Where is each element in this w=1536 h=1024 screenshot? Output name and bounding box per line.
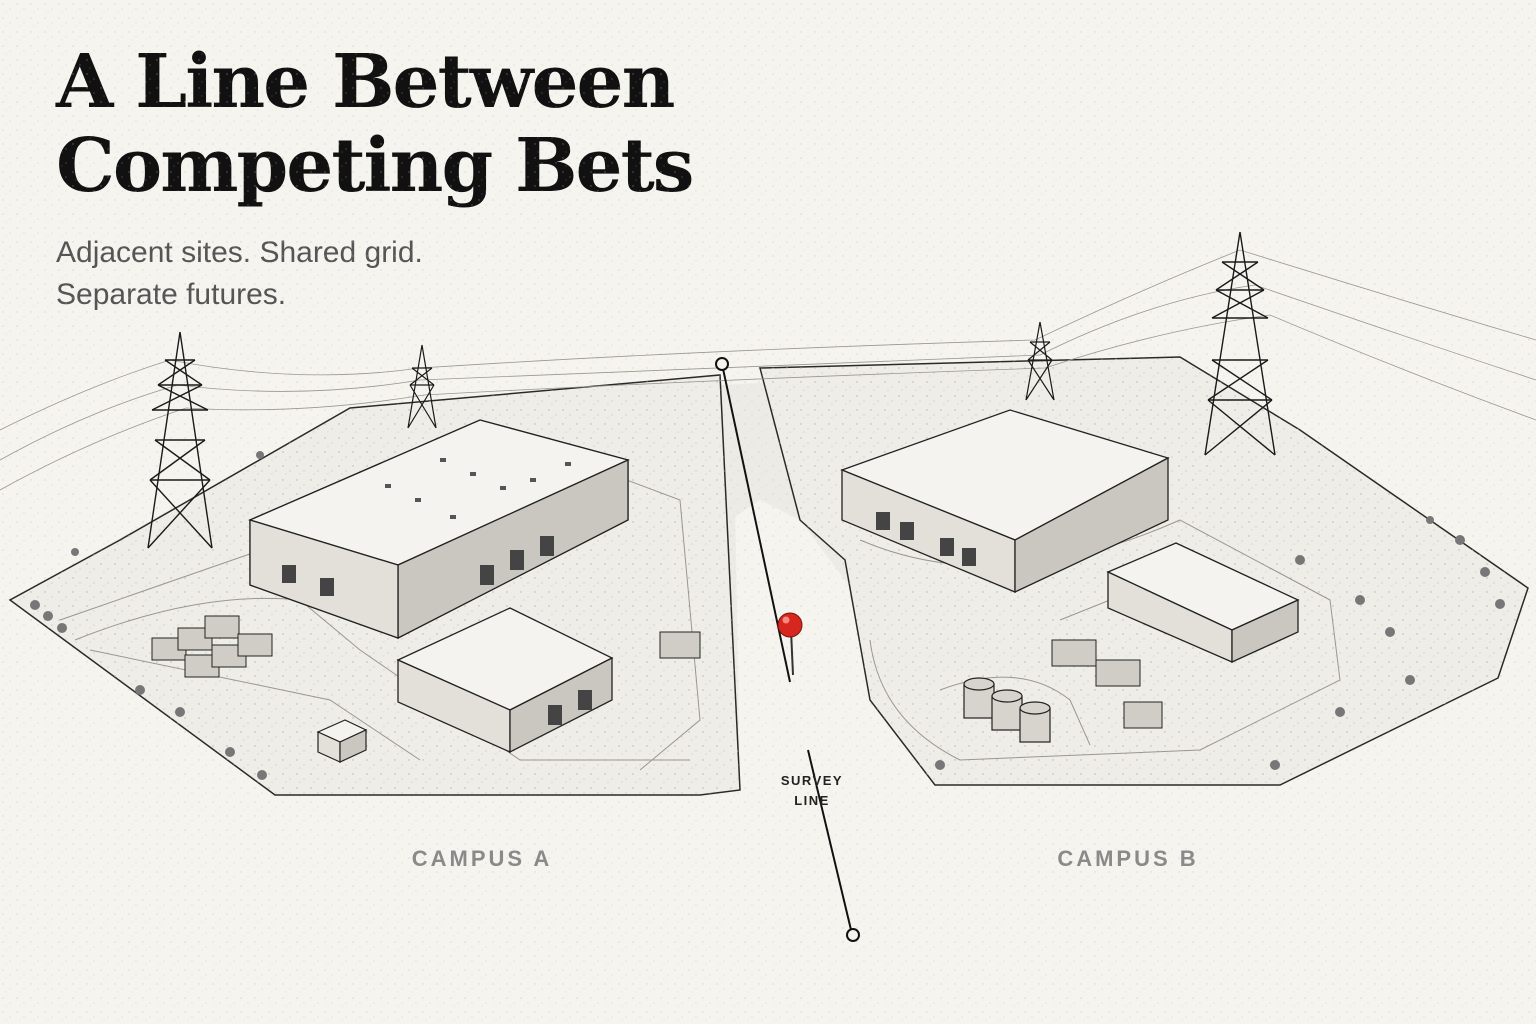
- campus-a-label: CAMPUS A: [412, 846, 553, 871]
- pylon-b-small: [1025, 321, 1055, 401]
- survey-line-label-2: LINE: [794, 793, 830, 808]
- survey-line-label-1: SURVEY: [781, 773, 843, 788]
- campus-b-storage-tanks: [963, 677, 1051, 743]
- pylon-b-large: [1204, 231, 1276, 456]
- campus-b-secondary-building: [1106, 542, 1300, 664]
- map-pin-icon: [777, 612, 803, 676]
- campus-a-trees: [30, 451, 267, 780]
- survey-line-end-marker: [846, 928, 860, 942]
- campus-a-containers: [151, 615, 701, 678]
- campus-a-secondary-building: [396, 607, 614, 754]
- campus-b-label: CAMPUS B: [1057, 846, 1198, 871]
- campus-b-containers: [1051, 639, 1163, 729]
- campus-b-trees: [935, 516, 1505, 770]
- survey-line-start-marker: [715, 357, 729, 371]
- campus-a-main-warehouse: [248, 419, 630, 640]
- power-lines: [0, 249, 1536, 491]
- campus-b-main-warehouse: [840, 409, 1170, 594]
- campus-b-site: [759, 356, 1529, 786]
- survey-line: SURVEY LINE: [715, 357, 860, 942]
- pylon-a-large: [147, 331, 213, 549]
- campus-a-shed: [316, 719, 368, 763]
- campus-a-site: [8, 374, 741, 796]
- pylon-a-small: [407, 344, 437, 429]
